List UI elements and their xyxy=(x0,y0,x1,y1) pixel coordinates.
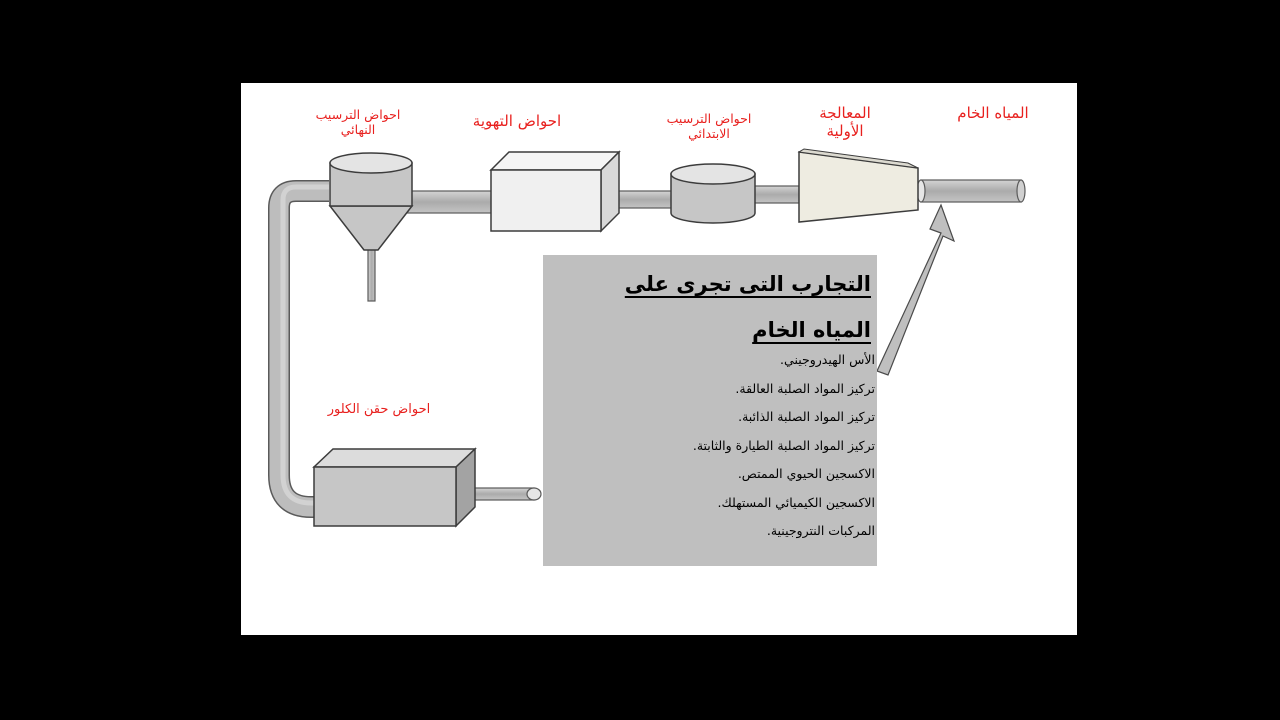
test-item: الاكسجين الكيميائي المستهلك. xyxy=(717,494,875,510)
pipe-aeration-final xyxy=(401,190,501,214)
pretreatment-unit xyxy=(797,148,919,223)
test-item: المركبات النتروجينية. xyxy=(766,523,875,538)
test-item: تركيز المواد الصلبة العالقة. xyxy=(735,380,875,396)
label-final-sedimentation: احواض الترسيب النهائي xyxy=(315,107,401,137)
primary-sedimentation-tank xyxy=(670,163,756,224)
pipe-raw-water xyxy=(916,179,1026,203)
label-raw-water: المياه الخام xyxy=(957,104,1029,122)
arrow-to-raw-water xyxy=(876,203,956,376)
label-aeration: احواض التهوية xyxy=(472,112,562,130)
test-item: تركيز المواد الصلبة الذائبة. xyxy=(738,409,875,424)
label-primary-sedimentation: احواض الترسيب الابتدائي xyxy=(666,111,752,141)
aeration-tank xyxy=(489,150,621,233)
slide: المياه الخام المعالجة الأولية احواض التر… xyxy=(241,83,1077,635)
raw-water-tests-title: التجارب التى تجرى على المياه الخام xyxy=(624,272,871,342)
label-chlorination: احواض حقن الكلور xyxy=(327,402,431,417)
test-item: الأس الهيدروجيني. xyxy=(780,352,875,367)
label-pretreatment: المعالجة الأولية xyxy=(819,104,871,140)
raw-water-tests-panel: التجارب التى تجرى على المياه الخام الأس … xyxy=(543,255,877,566)
test-item: الاكسجين الحيوي الممتص. xyxy=(737,466,875,481)
return-pipe xyxy=(268,180,329,518)
process-diagram xyxy=(268,148,1026,528)
test-item: تركيز المواد الصلبة الطيارة والثابتة. xyxy=(692,437,875,453)
raw-water-tests-list: الأس الهيدروجيني. تركيز المواد الصلبة الع… xyxy=(693,351,875,551)
final-sedimentation-tank xyxy=(328,152,414,302)
chlorination-tank xyxy=(312,447,477,528)
pipe-pretreatment-primary xyxy=(748,185,800,204)
